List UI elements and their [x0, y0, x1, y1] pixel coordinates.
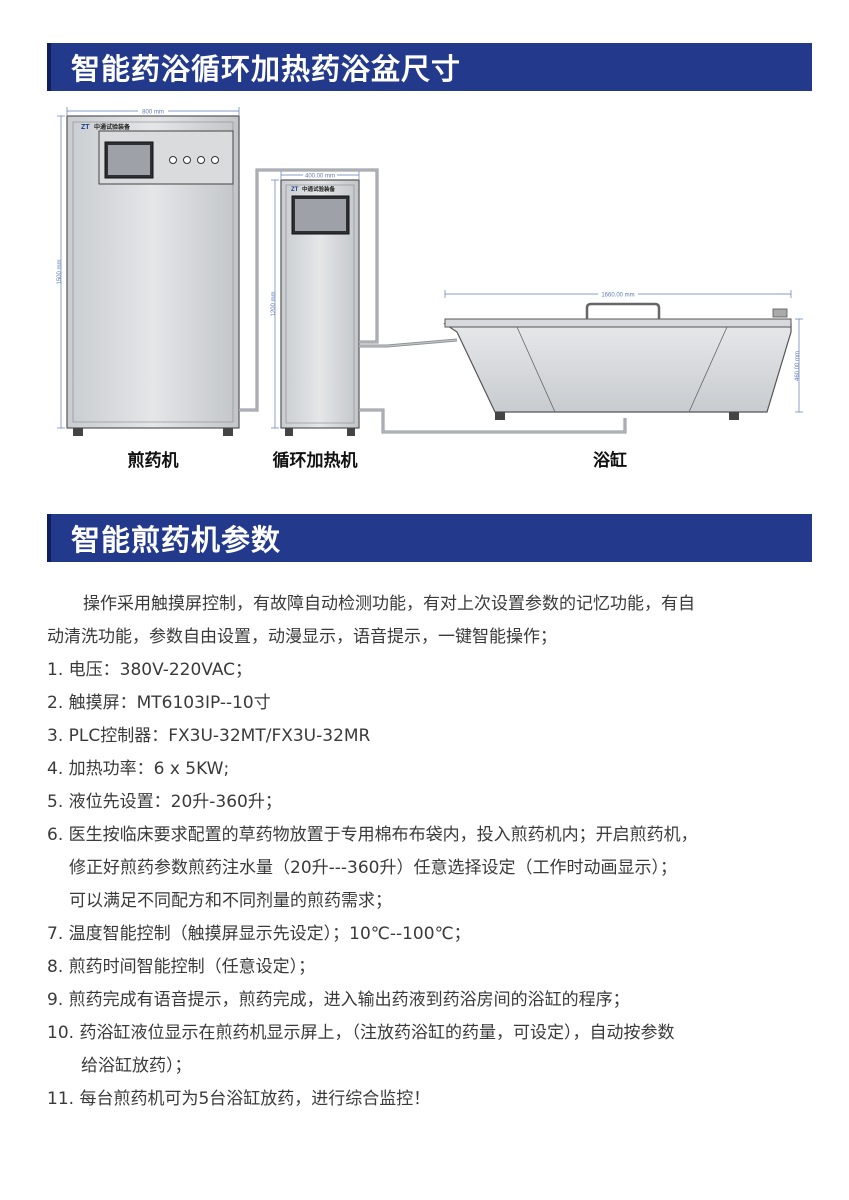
machine2-brand: 中通试验装备 [302, 185, 336, 193]
param-item: 6. 医生按临床要求配置的草药物放置于专用棉布布袋内，投入煎药机内；开启煎药机， [47, 825, 698, 845]
caption-bathtub: 浴缸 [593, 450, 627, 471]
svg-text:ZT: ZT [81, 124, 90, 131]
parameter-list: 操作采用触摸屏控制，有故障自动检测功能，有对上次设置参数的记忆功能，有自 动清洗… [47, 588, 812, 1116]
machine1-height-label: 1500 mm [57, 259, 63, 284]
param-item: 8. 煎药时间智能控制（任意设定）； [47, 957, 316, 977]
param-item-continuation: 可以满足不同配方和不同剂量的煎药需求； [69, 891, 392, 911]
param-item: 9. 煎药完成有语音提示，煎药完成，进入输出药液到药浴房间的浴缸的程序； [47, 990, 630, 1010]
param-item: 4. 加热功率：6 x 5KW; [47, 759, 230, 779]
section-title-parameters: 智能煎药机参数 [71, 523, 282, 557]
caption-circulation-heater: 循环加热机 [273, 450, 358, 471]
section-banner-parameters: 智能煎药机参数 [47, 514, 812, 562]
equipment-diagram: ZT 中通试验装备 800 mm 1500 mm ZT 中通试验装备 [47, 104, 812, 484]
svg-text:ZT: ZT [291, 187, 299, 193]
tub-height-label: 460.00 mm [795, 351, 801, 381]
param-item-continuation: 修正好煎药参数煎药注水量（20升---360升）任意选择设定（工作时动画显示）； [69, 858, 677, 878]
param-item: 1. 电压：380V-220VAC； [47, 660, 253, 680]
decoction-machine: ZT 中通试验装备 800 mm 1500 mm [57, 107, 240, 436]
param-item: 7. 温度智能控制（触摸屏显示先设定）；10℃--100℃； [47, 924, 471, 944]
banner-accent [47, 514, 51, 562]
machine1-brand: 中通试验装备 [94, 123, 131, 131]
param-item-continuation: 给浴缸放药）； [81, 1056, 192, 1076]
circulation-heater: ZT 中通试验装备 400.00 mm 1200 mm [271, 171, 360, 436]
param-item: 3. PLC控制器：FX3U-32MT/FX3U-32MR [47, 726, 371, 746]
section-banner-dimensions: 智能药浴循环加热药浴盆尺寸 [47, 43, 812, 91]
caption-decoction-machine: 煎药机 [128, 450, 179, 471]
tub-width-label: 1660.00 mm [601, 293, 634, 299]
machine1-width-label: 800 mm [142, 110, 164, 116]
banner-accent [47, 43, 51, 91]
equipment-diagram-svg: ZT 中通试验装备 800 mm 1500 mm ZT 中通试验装备 [57, 107, 803, 471]
intro-line-1: 操作采用触摸屏控制，有故障自动检测功能，有对上次设置参数的记忆功能，有自 [83, 594, 695, 614]
intro-line-2: 动清洗功能，参数自由设置，动漫显示，语音提示，一键智能操作； [47, 627, 557, 647]
bathtub: 1660.00 mm 460.00 mm [443, 290, 803, 420]
machine2-height-label: 1200 mm [271, 291, 277, 316]
param-item: 5. 液位先设置：20升-360升； [47, 792, 282, 812]
param-item: 11. 每台煎药机可为5台浴缸放药，进行综合监控！ [47, 1089, 431, 1109]
param-item: 10. 药浴缸液位显示在煎药机显示屏上，（注放药浴缸的药量，可设定），自动按参数 [47, 1023, 675, 1043]
machine2-width-label: 400.00 mm [305, 174, 335, 180]
param-item: 2. 触摸屏：MT6103IP--10寸 [47, 693, 271, 713]
section-title-dimensions: 智能药浴循环加热药浴盆尺寸 [71, 52, 462, 86]
